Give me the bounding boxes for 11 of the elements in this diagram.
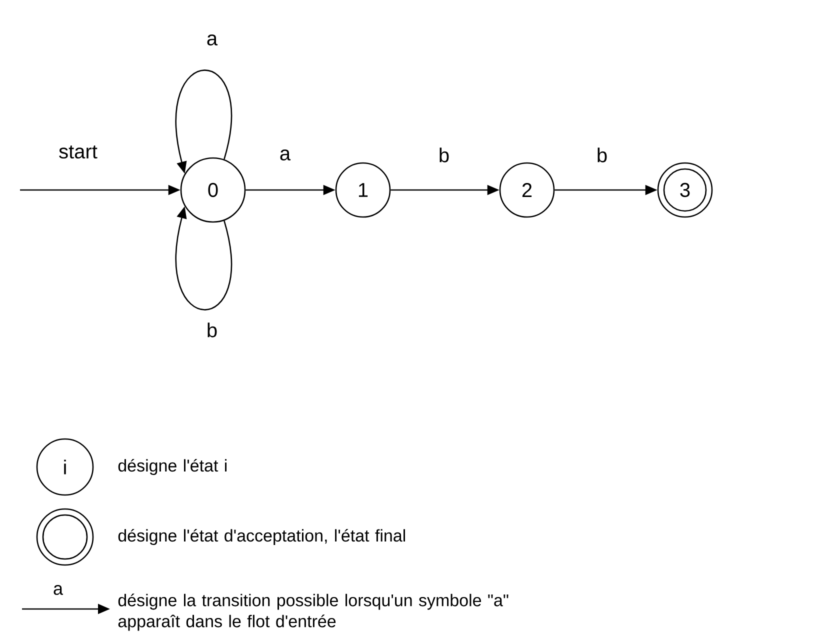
symbol-label: i — [64, 460, 66, 474]
legend-text: désigne la transition possible lorsqu'un symbole "a" apparaît dans le flot d'entrée — [118, 594, 508, 631]
legend-text: désigne l'état d'acceptation, l'état final — [118, 528, 405, 546]
edge-label: b — [205, 322, 219, 338]
edge-label: a — [205, 34, 219, 46]
edge-label: b — [595, 146, 609, 164]
symbol-label: a — [54, 585, 63, 595]
edge-label: start — [58, 144, 98, 160]
legend-text: désigne l'état i — [118, 458, 227, 476]
edge-label: b — [437, 146, 451, 164]
edge-label: a — [278, 148, 292, 162]
